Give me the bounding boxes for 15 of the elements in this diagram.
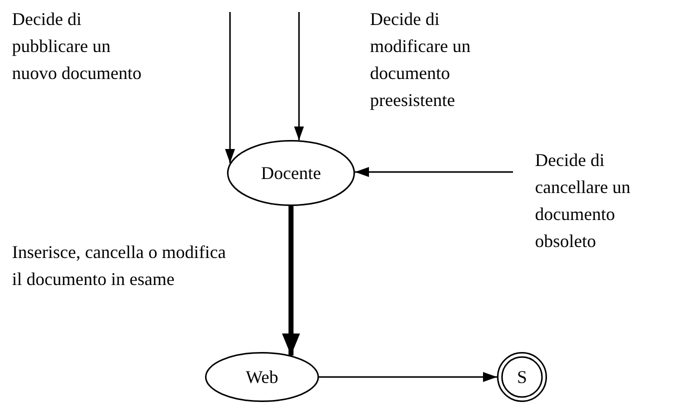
ellipse-node (205, 352, 319, 402)
arrow (319, 372, 497, 382)
arrow (354, 167, 513, 177)
double-circle-node (497, 352, 547, 402)
edge-label: Inserisce, cancella o modifica il documento in esame (12, 241, 227, 291)
ellipse-node (227, 140, 355, 206)
node-label: Docente (261, 162, 321, 184)
arrow (294, 12, 304, 140)
arrow (282, 206, 300, 356)
edge-label: Decide di pubblicare un nuovo documento (12, 8, 142, 85)
edge-label: Decide di cancellare un documento obsoleto (535, 149, 632, 253)
edge-label: Decide di modificare un documento preesistente (370, 8, 472, 112)
node-label: Web (246, 366, 278, 388)
node-label: S (516, 366, 527, 388)
arrow (225, 12, 235, 164)
